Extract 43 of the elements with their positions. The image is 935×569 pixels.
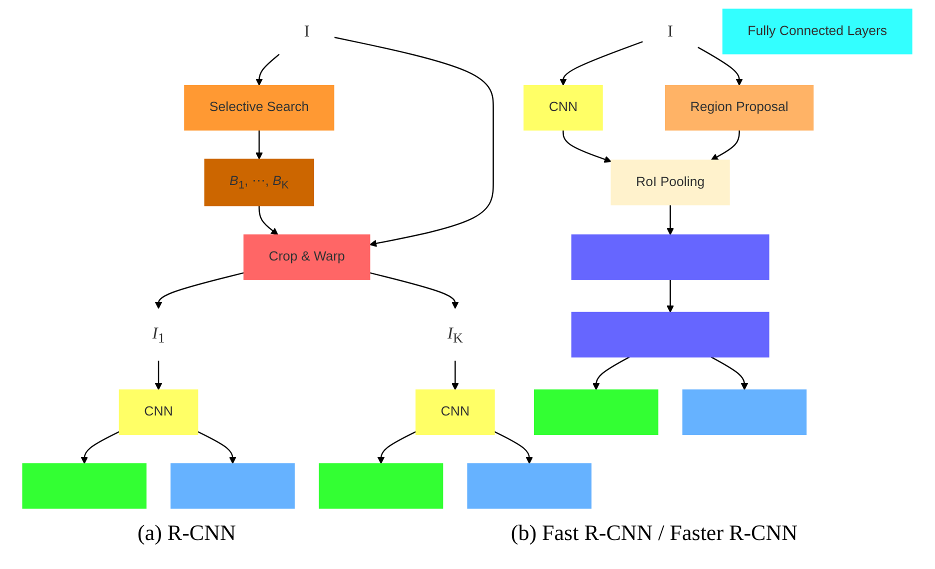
node-box: CNN <box>524 84 604 131</box>
node-box: Crop & Warp <box>244 234 370 280</box>
figure-caption: (b) Fast R-CNN / Faster R-CNN <box>510 520 798 546</box>
arrow <box>592 356 630 390</box>
node-box: CNN <box>119 389 198 435</box>
node-text: I$_{K}$ <box>448 324 464 346</box>
node-box <box>682 389 807 435</box>
figure-caption: (a) R-CNN <box>138 520 236 546</box>
node-text: I$_{1}$ <box>152 324 165 346</box>
arrow <box>334 36 494 247</box>
node-text: I <box>668 22 674 41</box>
arrow <box>666 280 674 313</box>
node-box: Fully Connected Layers <box>722 8 913 54</box>
arrow <box>258 206 278 236</box>
arrow <box>560 41 644 86</box>
node-box <box>319 463 444 509</box>
arrow <box>711 130 740 160</box>
node-box: RoI Pooling <box>610 160 730 206</box>
arrow <box>666 204 674 236</box>
arrow <box>698 46 744 86</box>
arrow <box>155 360 162 390</box>
node-box <box>534 389 658 435</box>
arrow <box>452 360 460 390</box>
node-box: Selective Search <box>184 84 334 131</box>
node-box: CNN <box>416 389 496 435</box>
arrow <box>711 356 748 390</box>
arrow <box>370 272 460 309</box>
arrow <box>562 130 612 163</box>
arrow <box>80 431 120 464</box>
arrow <box>256 54 280 86</box>
node-bar <box>572 312 770 358</box>
node-box <box>22 463 147 509</box>
arrow <box>155 272 244 309</box>
arrow <box>378 431 416 464</box>
arrow <box>198 431 237 464</box>
node-box <box>170 463 296 509</box>
node-text: I <box>304 22 310 41</box>
arrow <box>256 130 264 160</box>
node-bar <box>572 234 770 280</box>
node-box: B$_{1}$, ⋯, B$_{K}$ <box>204 158 314 206</box>
node-box <box>467 463 592 509</box>
node-box: Region Proposal <box>665 84 814 131</box>
arrow <box>494 431 534 464</box>
